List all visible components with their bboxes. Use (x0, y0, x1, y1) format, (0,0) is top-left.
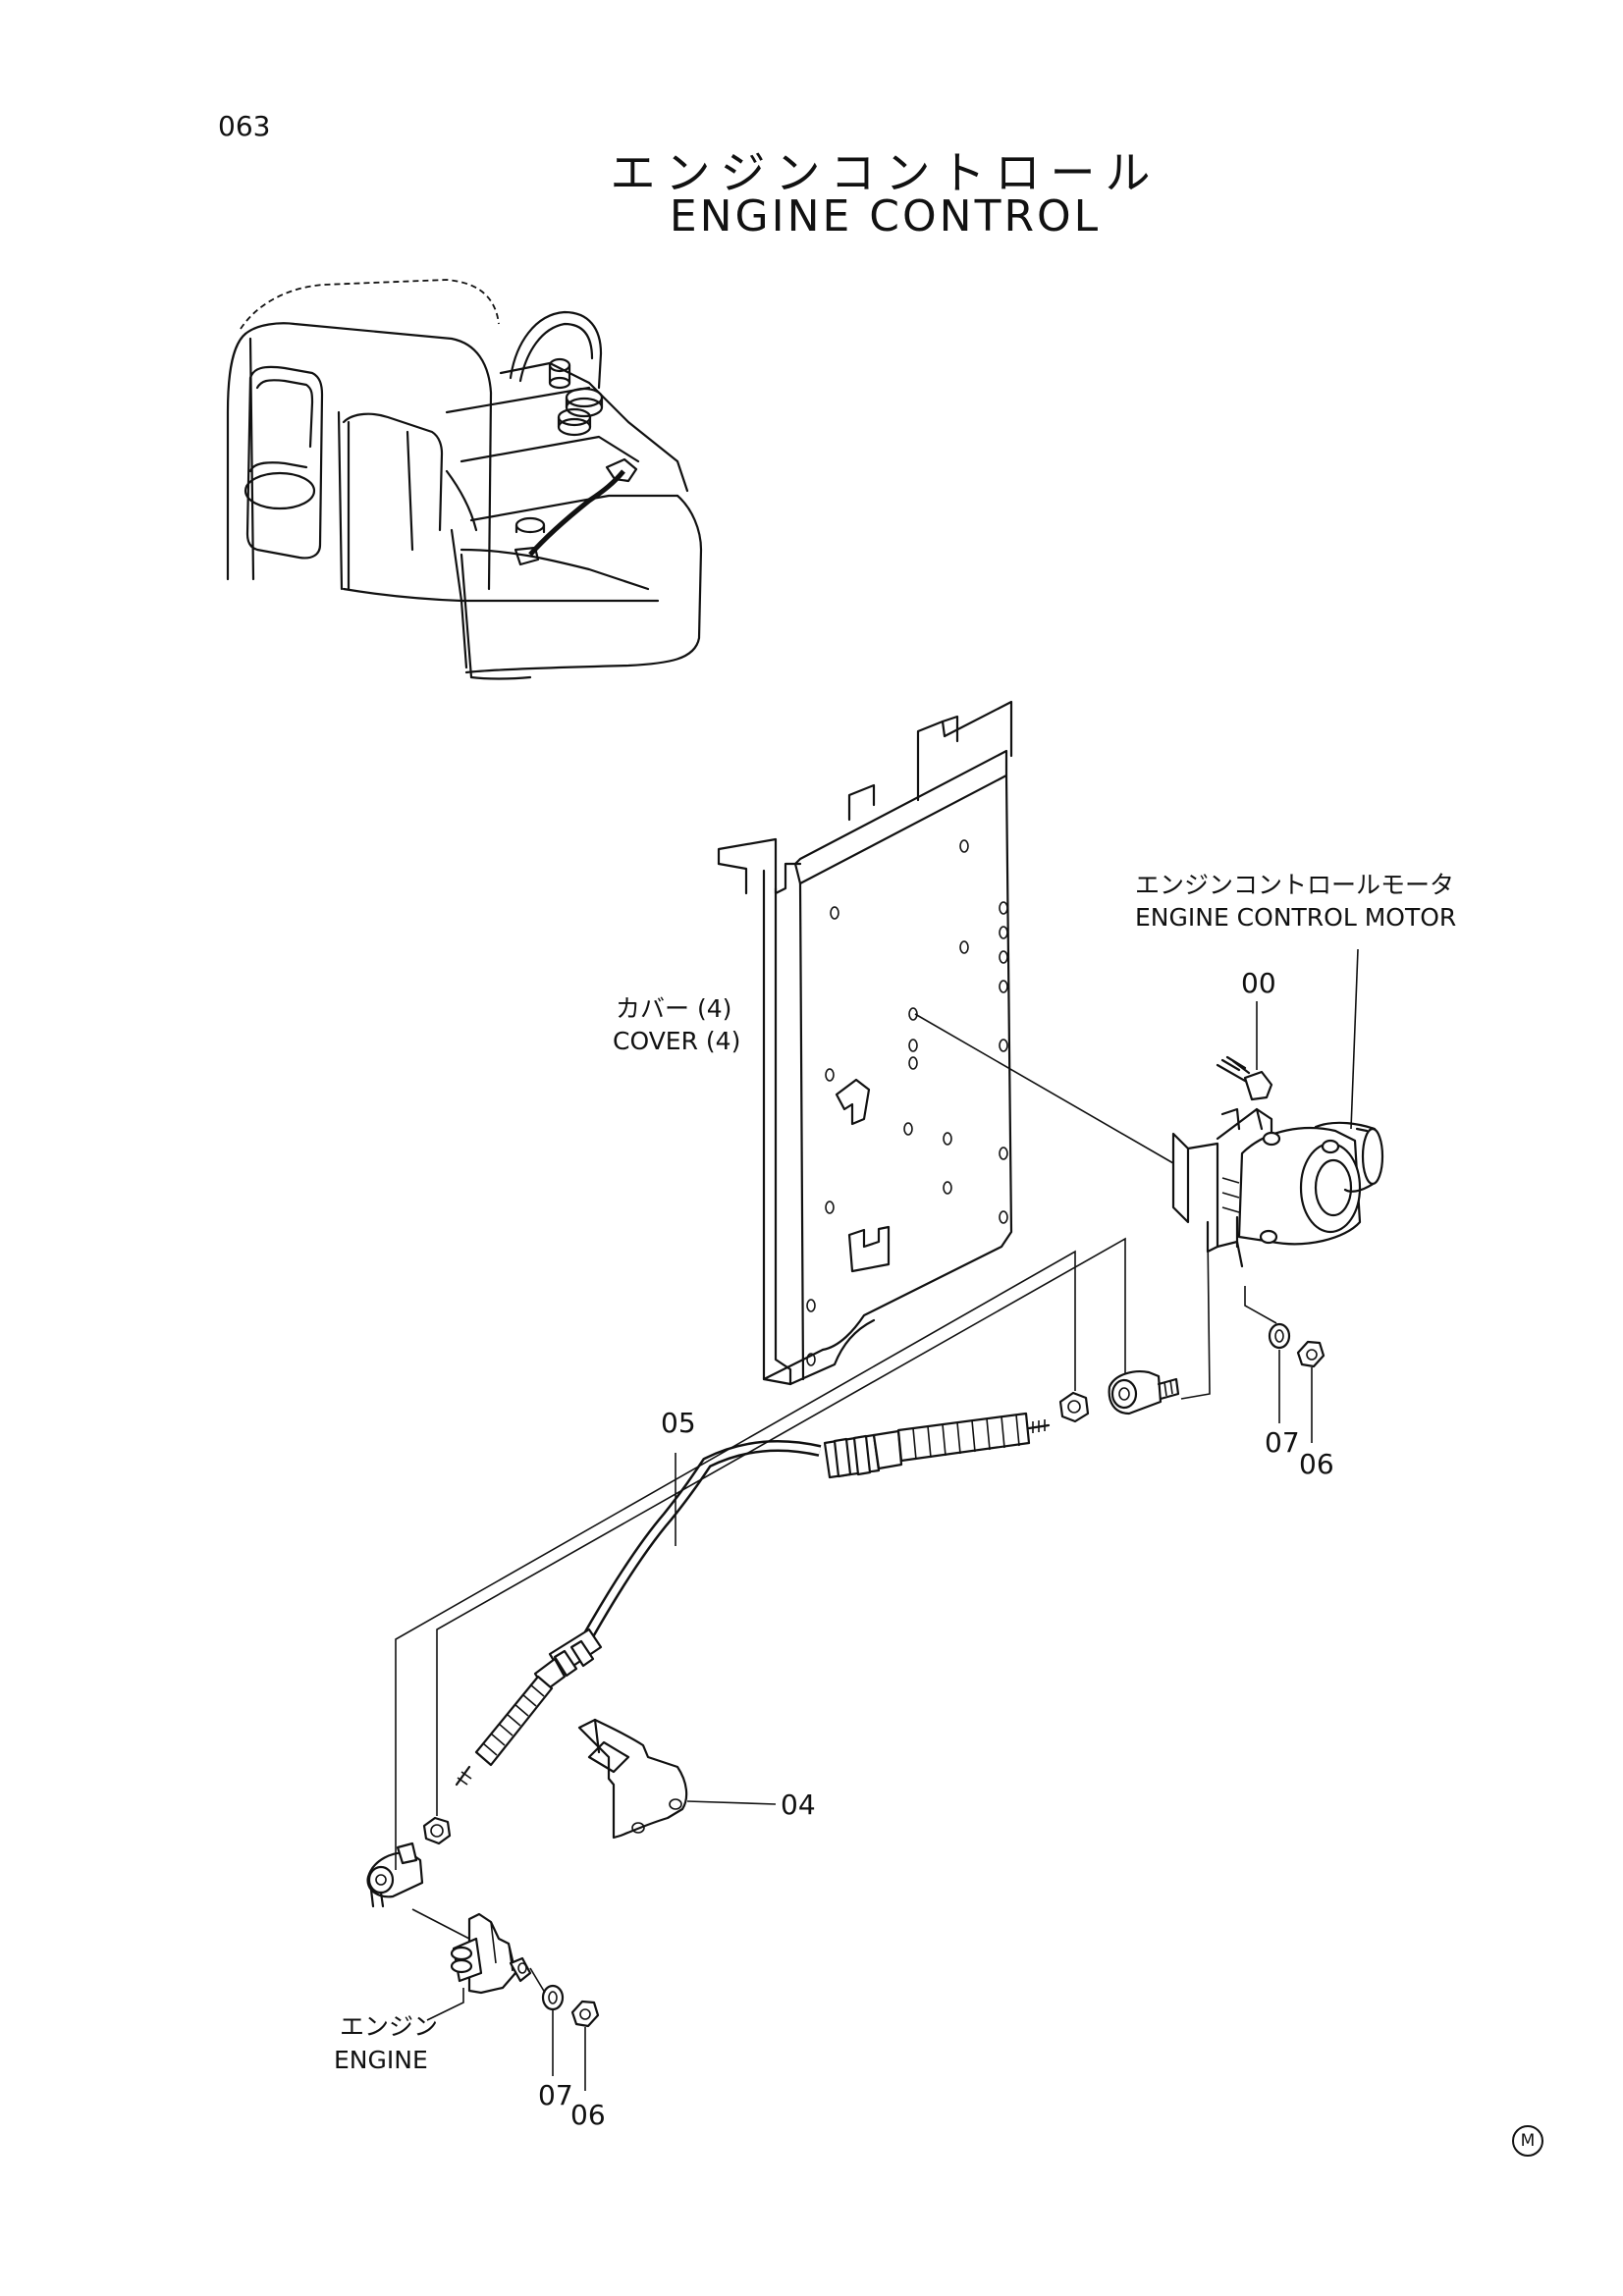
part-number-00: 00 (1241, 967, 1276, 999)
excavator-overview-illustration (226, 279, 703, 680)
control-cable (366, 1370, 1180, 1908)
part-number-07-motor: 07 (1265, 1426, 1300, 1459)
cable-boot-lower (474, 1675, 554, 1767)
page-number: 063 (218, 110, 271, 142)
cable-boot-upper (896, 1412, 1031, 1463)
engine-lever (450, 1912, 600, 2028)
part-number-04: 04 (781, 1789, 816, 1821)
engine-control-motor-assembly (1171, 1055, 1384, 1368)
bracket-part (577, 1718, 688, 1840)
part-number-06-motor: 06 (1299, 1448, 1334, 1480)
part-number-05: 05 (661, 1407, 696, 1439)
page-title-japanese: エンジンコントロール (610, 146, 1161, 199)
engine-label-en: ENGINE (334, 2046, 428, 2074)
part-number-07-engine: 07 (538, 2079, 573, 2111)
cover-panel (717, 700, 1013, 1386)
page-title-english: ENGINE CONTROL (669, 191, 1102, 241)
corner-mark: M (1512, 2125, 1543, 2157)
engine-label-jp: エンジン (340, 2012, 439, 2041)
engine-control-motor-label-jp: エンジンコントロールモータ (1135, 871, 1455, 899)
part-number-06-engine: 06 (570, 2099, 606, 2131)
engine-control-motor-label-en: ENGINE CONTROL MOTOR (1135, 903, 1457, 932)
cover-label-jp: カバー (4) (616, 994, 732, 1023)
cover-label-en: COVER (4) (613, 1027, 741, 1055)
